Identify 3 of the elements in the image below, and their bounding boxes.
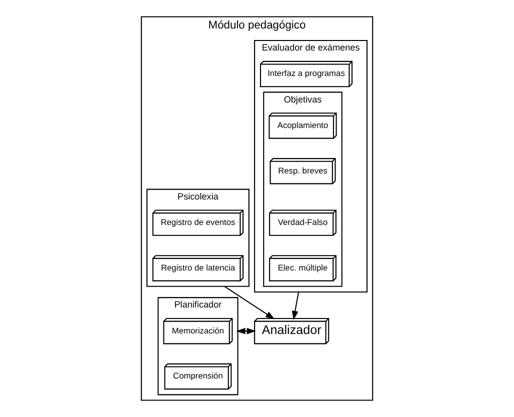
arrow bbox=[236, 328, 256, 334]
arrow bbox=[224, 286, 275, 320]
arrow bbox=[292, 292, 300, 320]
